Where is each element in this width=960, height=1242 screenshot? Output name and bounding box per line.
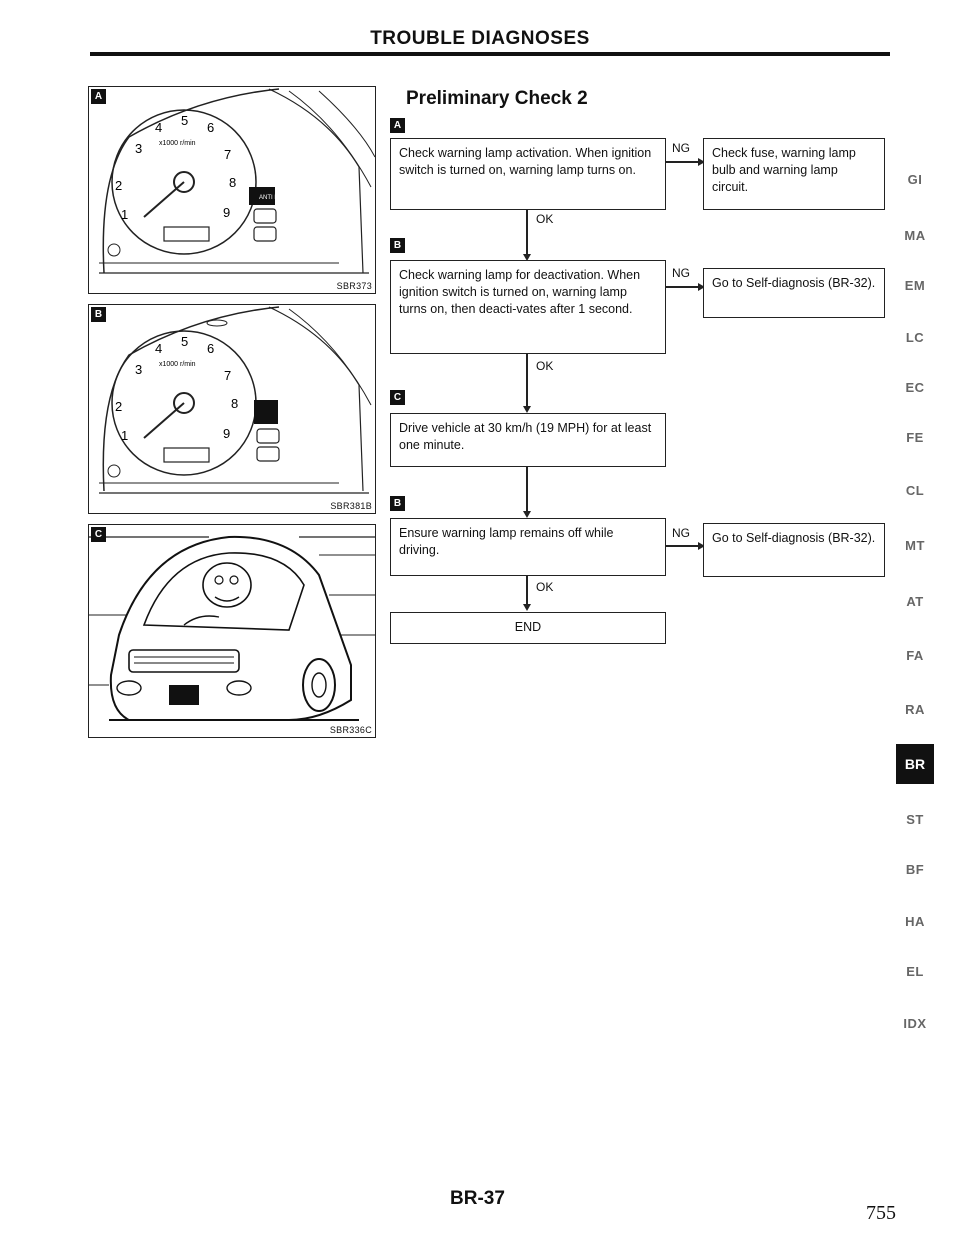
gauge-tick-3: 3 <box>135 141 142 156</box>
gauge-tick-5: 5 <box>181 113 188 128</box>
illustration-panel-b: x1000 r/min 1 2 3 4 5 6 7 8 9 B SBR381B <box>88 304 376 514</box>
step-badge-c: C <box>390 390 405 405</box>
flow-connector <box>526 467 528 513</box>
gauge-tick-9: 9 <box>223 205 230 220</box>
section-tab-em[interactable]: EM <box>904 278 926 293</box>
gauge-tick-1: 1 <box>121 207 128 222</box>
section-tab-ra[interactable]: RA <box>905 702 925 717</box>
ng-connector <box>666 545 698 547</box>
section-tab-gi[interactable]: GI <box>907 172 923 187</box>
panel-code: SBR381B <box>330 501 372 511</box>
gauge-scale-label: x1000 r/min <box>159 361 196 368</box>
panel-badge: B <box>91 307 106 322</box>
gauge-tick-3: 3 <box>135 362 142 377</box>
panel-code: SBR373 <box>336 281 372 291</box>
section-tab-el[interactable]: EL <box>906 964 924 979</box>
gauge-tick-1: 1 <box>121 428 128 443</box>
section-tab-ha[interactable]: HA <box>905 914 925 929</box>
gauge-tick-2: 2 <box>115 178 122 193</box>
illustration-panel-c: C SBR336C <box>88 524 376 738</box>
end-box: END <box>390 612 666 644</box>
section-tab-ec[interactable]: EC <box>905 380 925 395</box>
section-tab-mt[interactable]: MT <box>905 538 925 553</box>
instrument-cluster-b: x1000 r/min 1 2 3 4 5 6 7 8 9 <box>99 306 372 494</box>
section-tab-cl[interactable]: CL <box>905 483 925 498</box>
gauge-tick-6: 6 <box>207 120 214 135</box>
page-header-title: TROUBLE DIAGNOSES <box>370 28 590 49</box>
flow-connector <box>526 576 528 606</box>
gauge-tick-4: 4 <box>155 341 162 356</box>
driving-car-illustration <box>89 535 375 721</box>
flow-arrow-down <box>523 604 531 611</box>
flow-arrow-down <box>523 406 531 413</box>
ng-label: NG <box>672 526 690 540</box>
flow-connector <box>526 210 528 254</box>
gauge-tick-2: 2 <box>115 399 122 414</box>
section-tab-idx[interactable]: IDX <box>903 1016 927 1031</box>
gauge-tick-8: 8 <box>229 175 236 190</box>
illustration-panel-a: ANTI LOCK x1000 r/min 1 2 3 4 5 6 7 8 9 … <box>88 86 376 294</box>
header-rule <box>90 52 890 56</box>
section-tab-fe[interactable]: FE <box>906 430 924 445</box>
ng-label: NG <box>672 141 690 155</box>
ng-result-box-self-diagnosis: Go to Self-diagnosis (BR-32). <box>703 268 885 318</box>
ng-connector <box>666 161 698 163</box>
ok-label: OK <box>536 580 554 594</box>
gauge-tick-7: 7 <box>224 147 231 162</box>
gauge-tick-6: 6 <box>207 341 214 356</box>
flow-connector <box>526 354 528 408</box>
gauge-scale-label: x1000 r/min <box>159 140 196 147</box>
ng-connector <box>666 286 698 288</box>
panel-code: SBR336C <box>329 725 372 735</box>
panel-badge: A <box>91 89 106 104</box>
gauge-tick-9: 9 <box>223 426 230 441</box>
step-box-activation: Check warning lamp activation. When igni… <box>390 138 666 210</box>
step-badge-b: B <box>390 238 405 253</box>
section-tab-fa[interactable]: FA <box>906 648 924 663</box>
flow-arrow-down <box>523 511 531 518</box>
step-badge-b: B <box>390 496 405 511</box>
ng-result-box-fuse: Check fuse, warning lamp bulb and warnin… <box>703 138 885 210</box>
folio-number: 755 <box>866 1202 896 1224</box>
section-tab-st[interactable]: ST <box>906 812 924 827</box>
section-tab-br-active[interactable]: BR <box>896 744 934 784</box>
step-badge-a: A <box>390 118 405 133</box>
flow-arrow-right <box>698 542 705 550</box>
instrument-cluster-a: ANTI LOCK x1000 r/min 1 2 3 4 5 6 7 8 9 <box>99 88 375 274</box>
step-box-deactivation: Check warning lamp for deactivation. Whe… <box>390 260 666 354</box>
step-box-drive: Drive vehicle at 30 km/h (19 MPH) for at… <box>390 413 666 467</box>
ng-label: NG <box>672 266 690 280</box>
flow-arrow-down <box>523 254 531 261</box>
ng-result-box-self-diagnosis: Go to Self-diagnosis (BR-32). <box>703 523 885 577</box>
abs-lamp-label: ANTI LOCK <box>259 195 291 201</box>
section-tab-at[interactable]: AT <box>906 594 924 609</box>
step-box-remains-off: Ensure warning lamp remains off while dr… <box>390 518 666 576</box>
gauge-tick-5: 5 <box>181 334 188 349</box>
flow-arrow-right <box>698 158 705 166</box>
section-tab-ma[interactable]: MA <box>904 228 926 243</box>
section-title: Preliminary Check 2 <box>406 88 588 109</box>
panel-badge: C <box>91 527 106 542</box>
ok-label: OK <box>536 359 554 373</box>
gauge-tick-7: 7 <box>224 368 231 383</box>
page-label: BR-37 <box>450 1188 505 1209</box>
section-tab-lc[interactable]: LC <box>905 330 925 345</box>
gauge-tick-8: 8 <box>231 396 238 411</box>
flow-arrow-right <box>698 283 705 291</box>
section-tab-bf[interactable]: BF <box>905 862 925 877</box>
ok-label: OK <box>536 212 554 226</box>
gauge-tick-4: 4 <box>155 120 162 135</box>
